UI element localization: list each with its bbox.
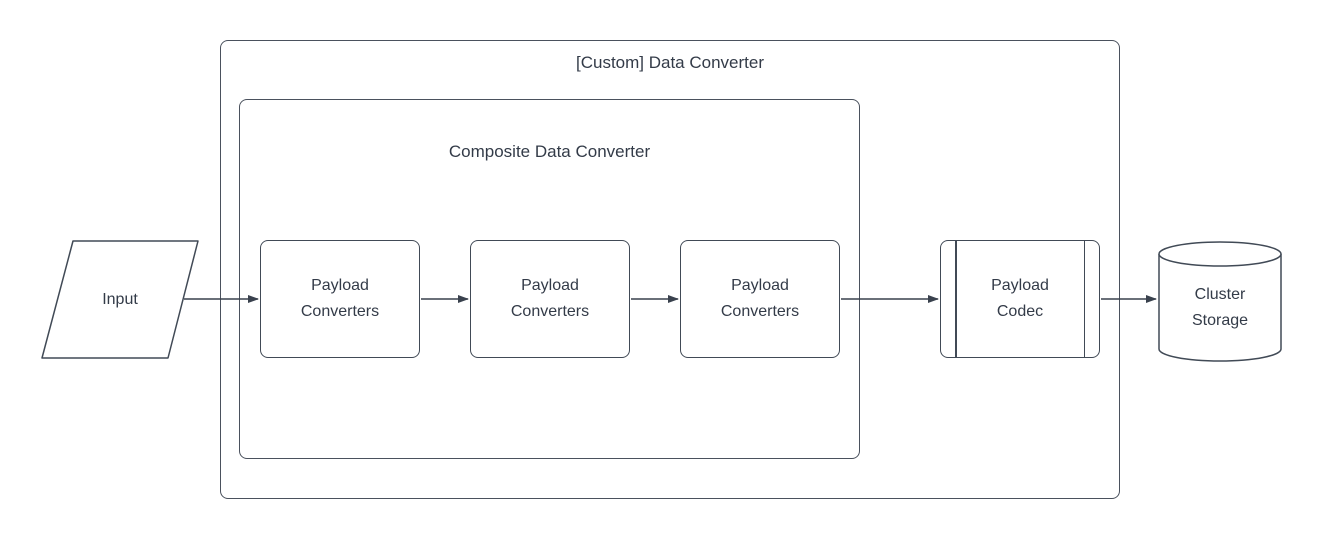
payload-converters-label: Payload Converters: [510, 277, 590, 320]
parallelogram-shape: [41, 240, 199, 359]
payload-converters-node-2: Payload Converters: [470, 240, 630, 358]
payload-codec-node: Payload Codec: [940, 240, 1100, 358]
payload-converters-label: Payload Converters: [300, 277, 380, 320]
cluster-storage-node: Cluster Storage: [1157, 239, 1283, 363]
custom-data-converter-title: [Custom] Data Converter: [575, 53, 764, 72]
cylinder-shape: [1158, 241, 1282, 362]
input-node: Input: [41, 240, 199, 359]
payload-converters-node-3: Payload Converters: [680, 240, 840, 358]
composite-data-converter-title: Composite Data Converter: [448, 142, 651, 161]
composite-data-converter-group: Composite Data Converter: [239, 99, 860, 459]
payload-converters-node-1: Payload Converters: [260, 240, 420, 358]
custom-data-converter-group: [Custom] Data Converter: [220, 40, 1120, 499]
input-label: Input: [102, 290, 138, 308]
cluster-storage-label: Cluster Storage: [1191, 286, 1249, 329]
payload-codec-label: Payload Codec: [991, 277, 1049, 320]
codec-side-bar-left: [955, 241, 957, 357]
payload-converters-label: Payload Converters: [720, 277, 800, 320]
codec-side-bar-right: [1083, 241, 1085, 357]
